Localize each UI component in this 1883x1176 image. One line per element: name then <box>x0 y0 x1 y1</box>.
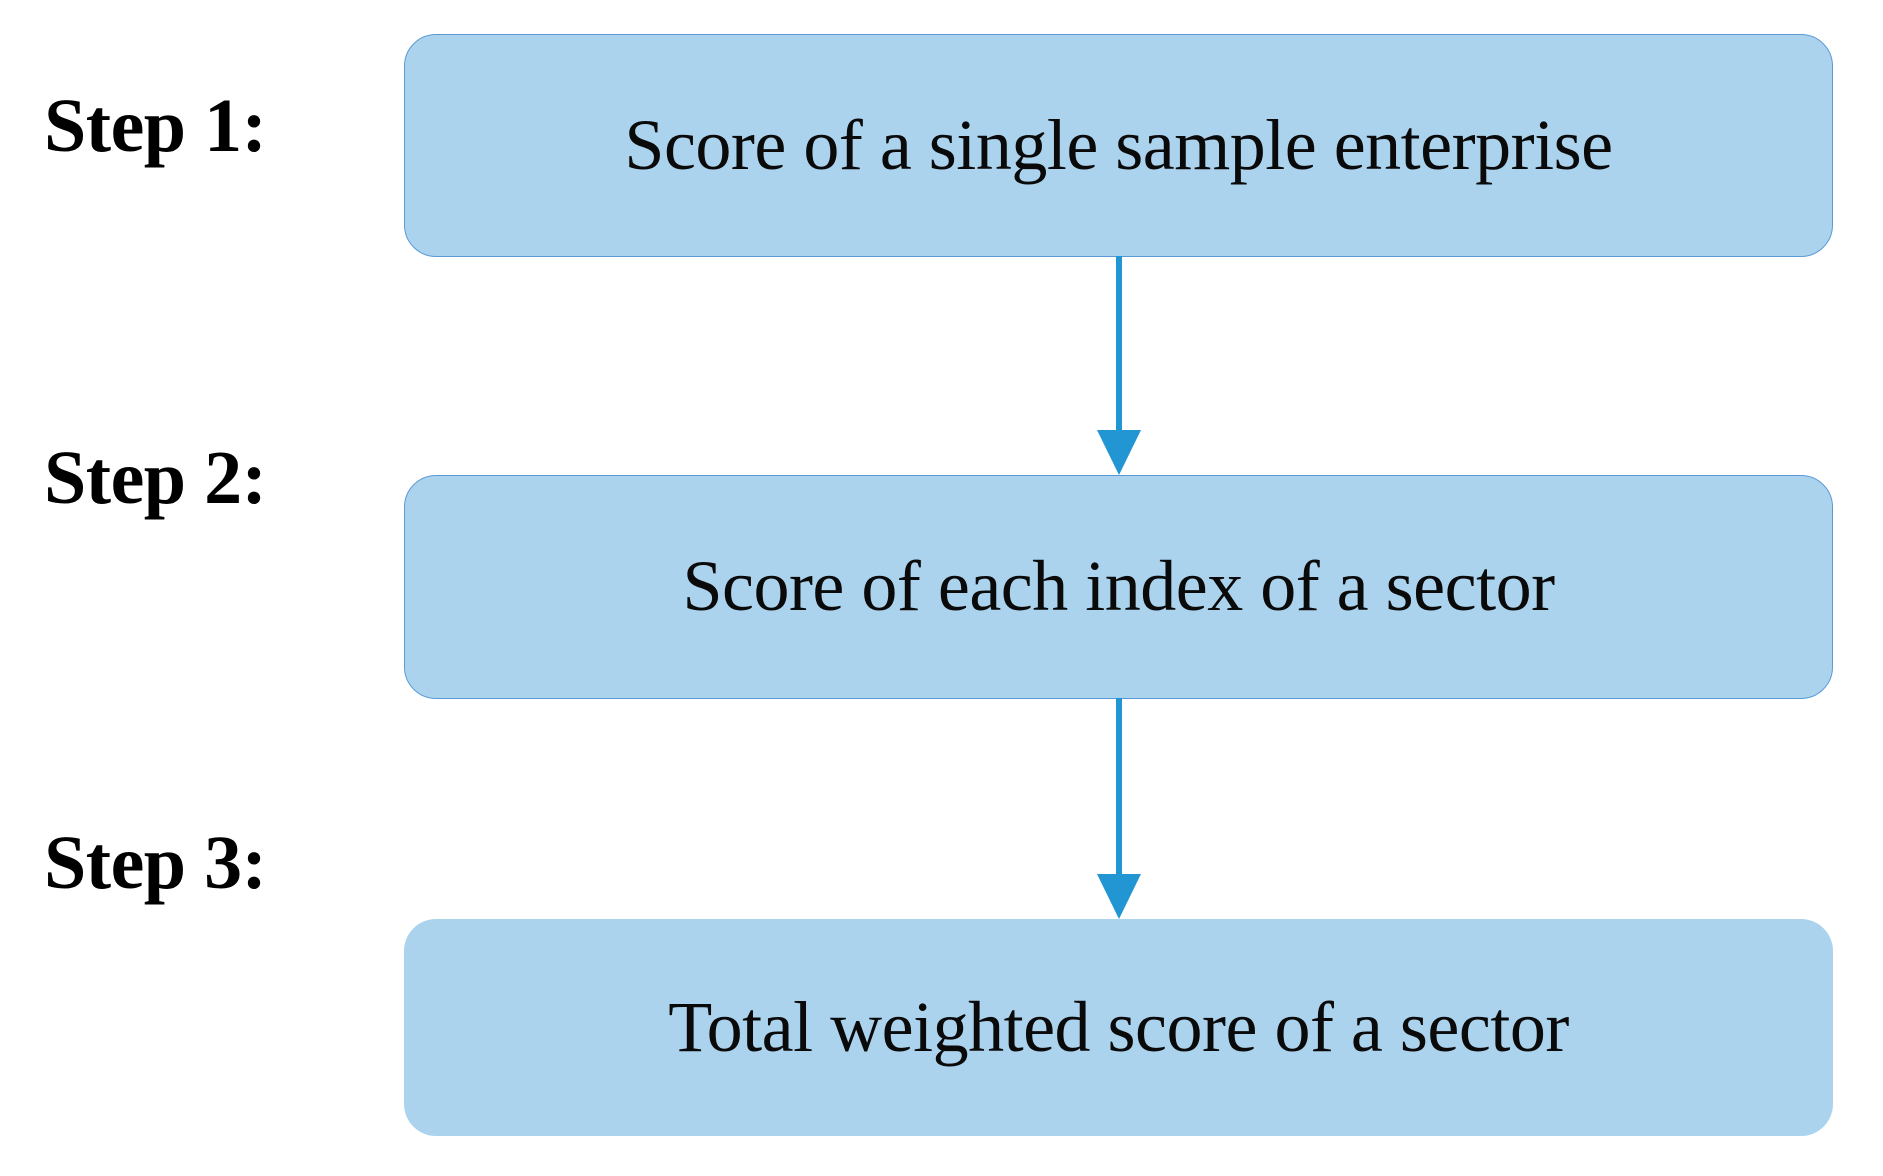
step-label-1: Step 1: <box>44 84 267 168</box>
process-box-step-1-text: Score of a single sample enterprise <box>624 104 1613 185</box>
arrow-step2-to-step3 <box>1096 698 1142 920</box>
process-box-step-2-text: Score of each index of a sector <box>682 546 1555 627</box>
process-box-step-3-text: Total weighted score of a sector <box>668 986 1569 1067</box>
step-label-2: Step 2: <box>44 436 267 520</box>
step-label-3: Step 3: <box>44 821 267 905</box>
process-box-step-3[interactable]: Total weighted score of a sector <box>404 919 1833 1136</box>
arrow-step1-to-step2 <box>1096 256 1142 476</box>
process-box-step-2[interactable]: Score of each index of a sector <box>404 475 1833 699</box>
process-box-step-1[interactable]: Score of a single sample enterprise <box>404 34 1833 257</box>
down-arrow-icon <box>1097 698 1141 919</box>
down-arrow-icon <box>1097 256 1141 475</box>
